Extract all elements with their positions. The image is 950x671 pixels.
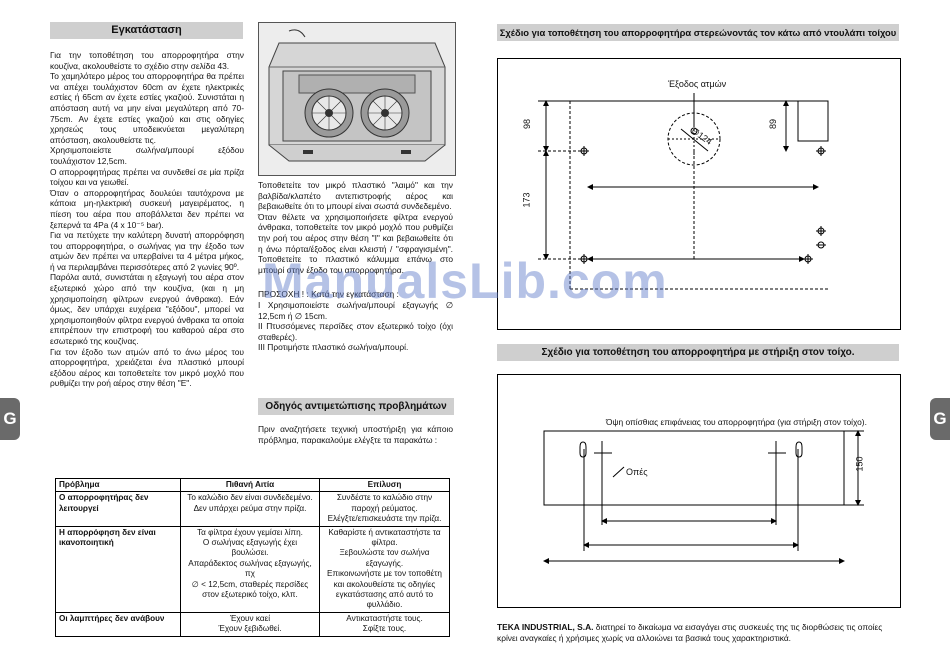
table-row: Ο απορροφητήρας δεν λειτουργεί Το καλώδι… <box>55 491 450 527</box>
solution-line: Καθαρίστε ή αντικαταστήστε τα φίλτρα. <box>328 527 441 548</box>
watermark: ManualsLib.com <box>262 253 668 309</box>
troubleshoot-table: Πρόβλημα Πιθανή Αιτία Επίλυση Ο απορροφη… <box>55 477 450 637</box>
holes-label: Οπές <box>626 467 648 477</box>
row-problem: Η απορρόφηση δεν είναι ικανοποιητική <box>55 525 181 613</box>
solution-line: Αντικαταστήστε τους. <box>346 613 423 623</box>
install-para-6: Για να πετύχετε την καλύτερη δυνατή απορ… <box>50 230 244 272</box>
row-problem: Ο απορροφητήρας δεν λειτουργεί <box>55 491 181 527</box>
install-para-5: Όταν ο απορροφητήρας δουλεύει ταυτόχρονα… <box>50 187 244 230</box>
cause-line: Τα φίλτρα έχουν γεμίσει λίπη. <box>197 527 303 537</box>
header-problem: Πρόβλημα <box>55 477 181 493</box>
diagram2-title: Σχέδιο για τοποθέτηση του απορροφητήρα μ… <box>497 344 899 361</box>
cause-line: Ο σωλήνας εξαγωγής έχει βουλώσει. <box>202 538 298 558</box>
row-solution: Αντικαταστήστε τους. Σφίξτε τους. <box>319 611 450 637</box>
solution-line: Επικοινωνήστε με τον τοποθέτη και ακολου… <box>327 569 442 610</box>
dim-98: 98 <box>522 118 533 130</box>
middle-para-1: Τοποθετείτε τον μικρό πλαστικό "λαιμό" κ… <box>258 180 453 212</box>
dim-150: 150 <box>854 456 865 472</box>
table-row: Οι λαμπτήρες δεν ανάβουν Έχουν καεί Έχου… <box>55 611 450 637</box>
steam-exit-label: Έξοδος ατμών <box>668 79 727 89</box>
install-para-2: Το χαμηλότερο μέρος του απορροφητήρα θα … <box>50 71 244 145</box>
install-text: Για την τοποθέτηση του απορροφητήρα στην… <box>50 50 244 389</box>
hood-drawing <box>259 23 455 175</box>
install-para-7: Παρόλα αυτά, συνιστάται η εξαγωγή του αέ… <box>50 272 244 347</box>
caution-title: ΠΡΟΣΟΧΗ ! : Κατά την εγκατάσταση : <box>258 289 399 300</box>
solution-line: Ελέγξτε/επισκευάστε την πρίζα. <box>327 514 442 524</box>
install-para-8: Για τον έξοδο των ατμών από το άνω μέρος… <box>50 346 244 389</box>
install-para-1: Για την τοποθέτηση του απορροφητήρα στην… <box>50 50 244 71</box>
cause-line: Έχουν καεί <box>229 613 271 623</box>
row-solution: Καθαρίστε ή αντικαταστήστε τα φίλτρα. Ξε… <box>319 525 450 613</box>
row-cause: Έχουν καεί Έχουν ξεβιδωθεί. <box>180 611 320 637</box>
troubleshoot-title: Οδηγός αντιμετώπισης προβλημάτων <box>258 398 454 415</box>
middle-text: Τοποθετείτε τον μικρό πλαστικό "λαιμό" κ… <box>258 180 453 353</box>
dim-173: 173 <box>521 192 532 208</box>
caution-item-1: I Χρησιμοποιείστε σωλήνα/μπουρί εξαγωγής… <box>258 299 453 321</box>
cause-line: Δεν υπάρχει ρεύμα στην πρίζα. <box>193 503 307 513</box>
install-title: Εγκατάσταση <box>50 22 243 39</box>
g-tab-right: G <box>930 398 950 440</box>
cause-line: Απαράδεκτος σωλήνας εξαγωγής, πχ <box>188 558 312 579</box>
diagram2-drawing <box>543 430 864 564</box>
rear-view-label: Όψη οπίσθιας επιφάνειας του απορροφητήρα… <box>606 417 867 427</box>
cause-line: Το καλώδιο δεν είναι συνδεδεμένο. <box>187 493 313 503</box>
cause-line: ∅ < 12,5cm, σταθερές περσίδες στον εξωτε… <box>191 579 309 600</box>
caution-item-3: III Προτιμήστε πλαστικό σωλήνα/μπουρί. <box>258 342 409 353</box>
middle-para-2: Όταν θέλετε να χρησιμοποιήσετε φίλτρα εν… <box>258 211 453 275</box>
footer-text: διατηρεί το δικαίωμα να εισαγάγει στις σ… <box>497 622 883 643</box>
row-cause: Τα φίλτρα έχουν γεμίσει λίπη. Ο σωλήνας … <box>180 525 320 613</box>
install-para-4: Ο απορροφητήρας πρέπει να συνδεθεί σε μί… <box>50 166 244 188</box>
solution-line: Σφίξτε τους. <box>362 624 407 634</box>
row-solution: Συνδέστε το καλώδιο στην παροχή ρεύματος… <box>319 491 450 527</box>
solution-line: Συνδέστε το καλώδιο στην παροχή ρεύματος… <box>336 493 433 513</box>
cause-line: Έχουν ξεβιδωθεί. <box>218 624 282 634</box>
solution-line: Ξεβουλώστε τον σωλήνα εξαγωγής. <box>339 548 430 568</box>
troubleshoot-intro: Πριν αναζητήσετε τεχνική υποστήριξη για … <box>258 424 453 445</box>
g-tab-left: G <box>0 398 20 440</box>
row-problem: Οι λαμπτήρες δεν ανάβουν <box>55 611 181 637</box>
diagram1-drawing <box>538 93 829 290</box>
hood-illustration <box>258 22 456 176</box>
diagram1-title: Σχέδιο για τοποθέτηση του απορροφητήρα σ… <box>497 24 899 41</box>
header-cause: Πιθανή Αιτία <box>180 477 320 493</box>
dim-89: 89 <box>768 118 779 130</box>
footer-note: TEKA INDUSTRIAL, S.A. διατηρεί το δικαίω… <box>497 622 899 644</box>
footer-brand: TEKA INDUSTRIAL, S.A. <box>497 622 594 632</box>
table-row: Η απορρόφηση δεν είναι ικανοποιητική Τα … <box>55 525 450 613</box>
table-header-row: Πρόβλημα Πιθανή Αιτία Επίλυση <box>55 477 450 493</box>
caution-item-2: II Πτυσσόμενες περσίδες στον εξωτερικό τ… <box>258 321 453 342</box>
diagram1-box: Έξοδος ατμών 98 173 89 ∅124 <box>497 58 901 330</box>
header-solution: Επίλυση <box>319 477 450 493</box>
diagram2-box: Όψη οπίσθιας επιφάνειας του απορροφητήρα… <box>497 374 901 608</box>
row-cause: Το καλώδιο δεν είναι συνδεδεμένο. Δεν υπ… <box>180 491 320 527</box>
install-para-3: Χρησιμοποιείστε σωλήνα/μπουρί εξόδου του… <box>50 145 244 166</box>
